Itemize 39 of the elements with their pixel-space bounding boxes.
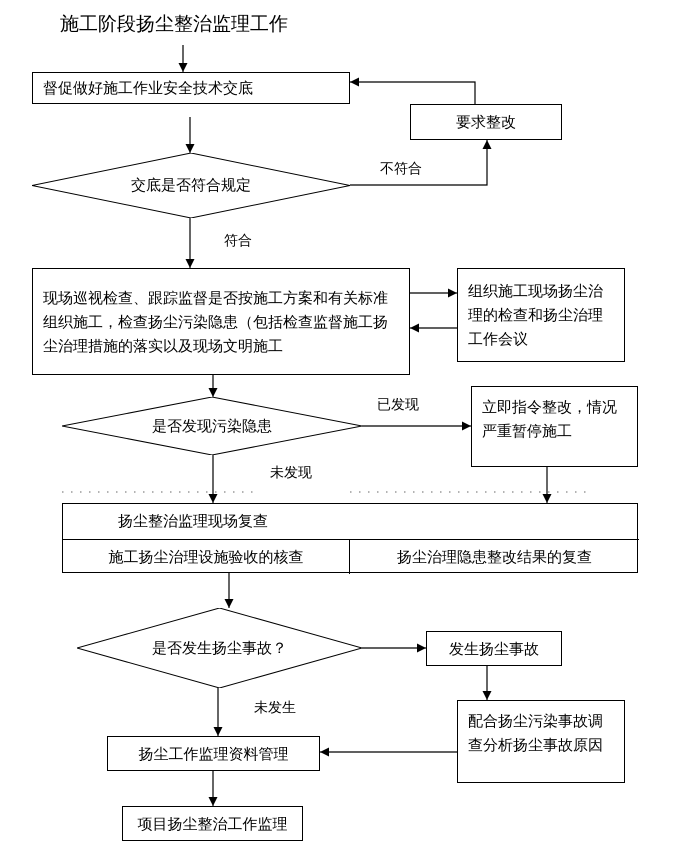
edge-label: 未发生 [252, 699, 298, 717]
arrow [350, 140, 492, 186]
arrow [542, 467, 552, 503]
arrow [208, 771, 218, 806]
process-box: 发生扬尘事故 [426, 631, 562, 666]
edge-label: 未发现 [268, 464, 314, 482]
edge-label: 不符合 [378, 160, 424, 178]
edge-label: 符合 [222, 232, 254, 250]
arrow [362, 644, 426, 652]
process-box: 组织施工现场扬尘治理的检查和扬尘治理工作会议 [457, 268, 625, 362]
table-cell: 施工扬尘治理设施验收的核查 [63, 539, 349, 574]
decision-diamond: 是否发生扬尘事故？ [77, 608, 362, 688]
arrow [208, 455, 218, 503]
arrow [224, 573, 234, 608]
decision-diamond: 是否发现污染隐患 [62, 397, 362, 455]
decision-diamond: 交底是否符合规定 [32, 153, 350, 218]
arrow [362, 422, 471, 430]
arrow [350, 78, 476, 104]
table-cell: 扬尘治理隐患整改结果的复查 [349, 539, 639, 574]
arrow [208, 375, 218, 397]
arrow [410, 324, 457, 332]
title-text: 施工阶段扬尘整治监理工作 [60, 8, 320, 40]
process-box: 现场巡视检查、跟踪监督是否按施工方案和有关标准组织施工，检查扬尘污染隐患（包括检查监督施工扬尘治理措施的落实以及现场文明施工 [32, 268, 410, 375]
process-box: 要求整改 [410, 104, 562, 140]
edge-label: 已发现 [375, 396, 421, 414]
arrow [482, 666, 492, 700]
process-box: 扬尘工作监理资料管理 [107, 736, 320, 771]
arrow [214, 688, 222, 736]
heading-text: 扬尘整治监理现场复查 [118, 511, 268, 532]
arrow [320, 748, 457, 756]
arrow [186, 218, 194, 268]
process-box: 配合扬尘污染事故调查分析扬尘事故原因 [457, 700, 625, 783]
process-box: 立即指令整改，情况严重暂停施工 [471, 386, 638, 467]
process-box: 项目扬尘整治工作监理 [122, 806, 303, 841]
arrow [186, 117, 194, 153]
arrow [178, 45, 188, 72]
review-box [62, 503, 638, 573]
process-box: 督促做好施工作业安全技术交底 [32, 72, 350, 104]
arrow [410, 288, 457, 298]
